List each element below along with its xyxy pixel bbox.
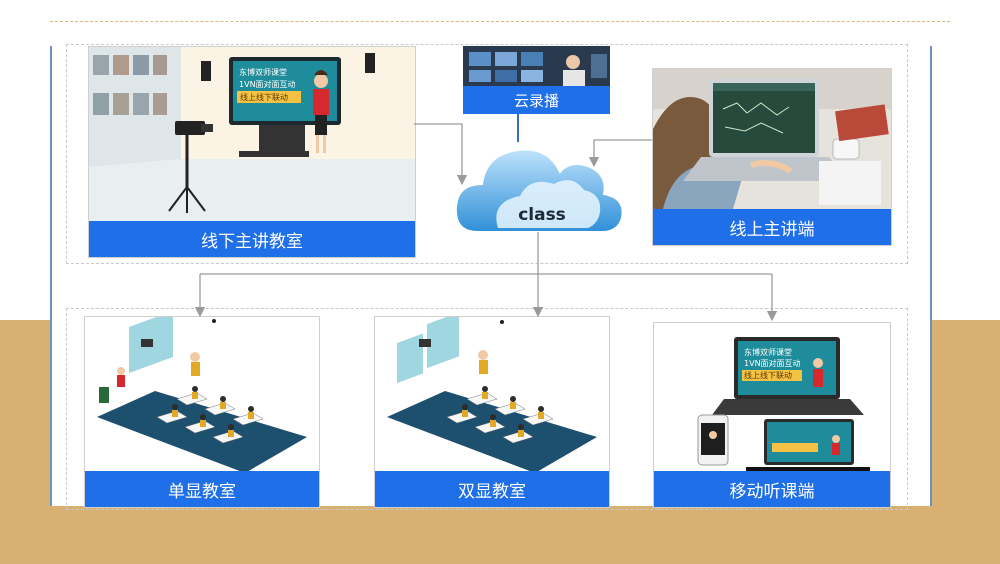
student-photo-wall <box>93 55 167 115</box>
single-display-illustration <box>97 317 307 473</box>
board-line-3: 线上线下联动 <box>240 92 288 102</box>
laptop-screen-line-1: 东博双师课堂 <box>744 347 792 357</box>
board-line-1: 东博双师课堂 <box>239 67 287 77</box>
online-teacher-label: 线上主讲端 <box>653 209 891 245</box>
cloud-recording-label: 云录播 <box>463 86 610 114</box>
mobile-listen-card: 东博双师课堂 1VN面对面互动 线上线下联动 移动听课端 <box>653 322 891 508</box>
mobile-listen-label: 移动听课端 <box>654 471 890 507</box>
teacher-figure <box>313 70 329 153</box>
cloud-icon: class <box>454 148 622 233</box>
offline-classroom-label: 线下主讲教室 <box>89 221 415 257</box>
laptop-screen-line-2: 1VN面对面互动 <box>744 358 801 368</box>
mobile-listen-illustration: 东博双师课堂 1VN面对面互动 线上线下联动 <box>697 337 870 471</box>
online-teacher-card: 线上主讲端 <box>652 68 892 246</box>
camera-tripod <box>168 121 213 213</box>
offline-classroom-card: 东博双师课堂 1VN面对面互动 线上线下联动 线下主讲教室 <box>88 46 416 258</box>
source-group-box <box>66 44 908 264</box>
cloud-label: class <box>518 205 566 225</box>
single-display-label: 单显教室 <box>85 471 319 507</box>
laptop-screen-line-3: 线上线下联动 <box>744 370 792 380</box>
speaker-left <box>201 61 211 81</box>
offline-classroom-illustration: 东博双师课堂 1VN面对面互动 线上线下联动 <box>89 47 415 221</box>
speaker-right <box>365 53 375 73</box>
dual-display-label: 双显教室 <box>375 471 609 507</box>
board-line-2: 1VN面对面互动 <box>239 79 296 89</box>
single-display-card: 单显教室 <box>84 316 320 508</box>
cloud-recording-image <box>463 46 610 86</box>
dual-display-card: 双显教室 <box>374 316 610 508</box>
online-teacher-illustration <box>653 69 891 209</box>
receiver-group-box <box>66 308 908 510</box>
dual-display-illustration <box>387 317 597 473</box>
top-dashed-rule <box>50 21 950 22</box>
